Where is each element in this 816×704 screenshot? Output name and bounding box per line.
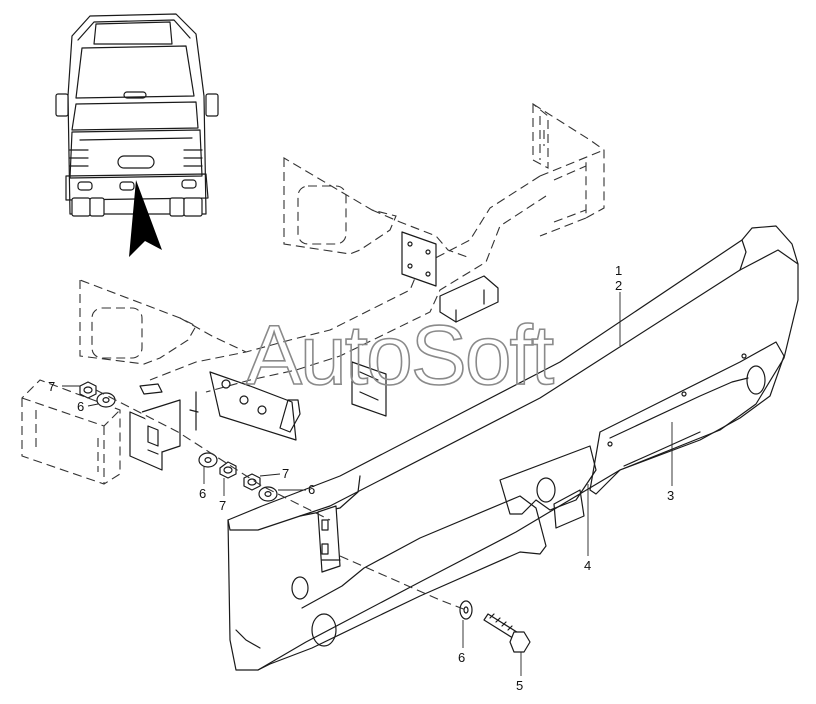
callout-6-far-washer: 6 xyxy=(308,482,315,497)
fasteners xyxy=(79,381,531,653)
callout-4: 4 xyxy=(584,558,591,573)
bumper-mount-bracket xyxy=(317,505,341,573)
callout-7-far-nut: 7 xyxy=(282,466,289,481)
callout-6-left-washer: 6 xyxy=(77,399,84,414)
callout-5: 5 xyxy=(516,678,523,693)
callout-2: 2 xyxy=(615,278,622,293)
callout-6-right-washer: 6 xyxy=(199,486,206,501)
callout-7-left-nut: 7 xyxy=(48,379,55,394)
callout-labels: 1 2 3 4 5 6 6 6 6 7 7 7 xyxy=(48,263,674,693)
callout-3: 3 xyxy=(667,488,674,503)
arrow-icon xyxy=(129,180,162,257)
crossmember-brackets xyxy=(129,231,499,471)
rear-bumper xyxy=(227,225,799,671)
leader-lines xyxy=(62,292,673,676)
callout-1: 1 xyxy=(615,263,622,278)
truck-front-view-icon xyxy=(55,13,219,217)
callout-7-right-nut: 7 xyxy=(219,498,226,513)
watermark: AutoSoft xyxy=(246,308,554,402)
callout-6-bolt-washer: 6 xyxy=(458,650,465,665)
chassis-frame xyxy=(21,102,605,485)
